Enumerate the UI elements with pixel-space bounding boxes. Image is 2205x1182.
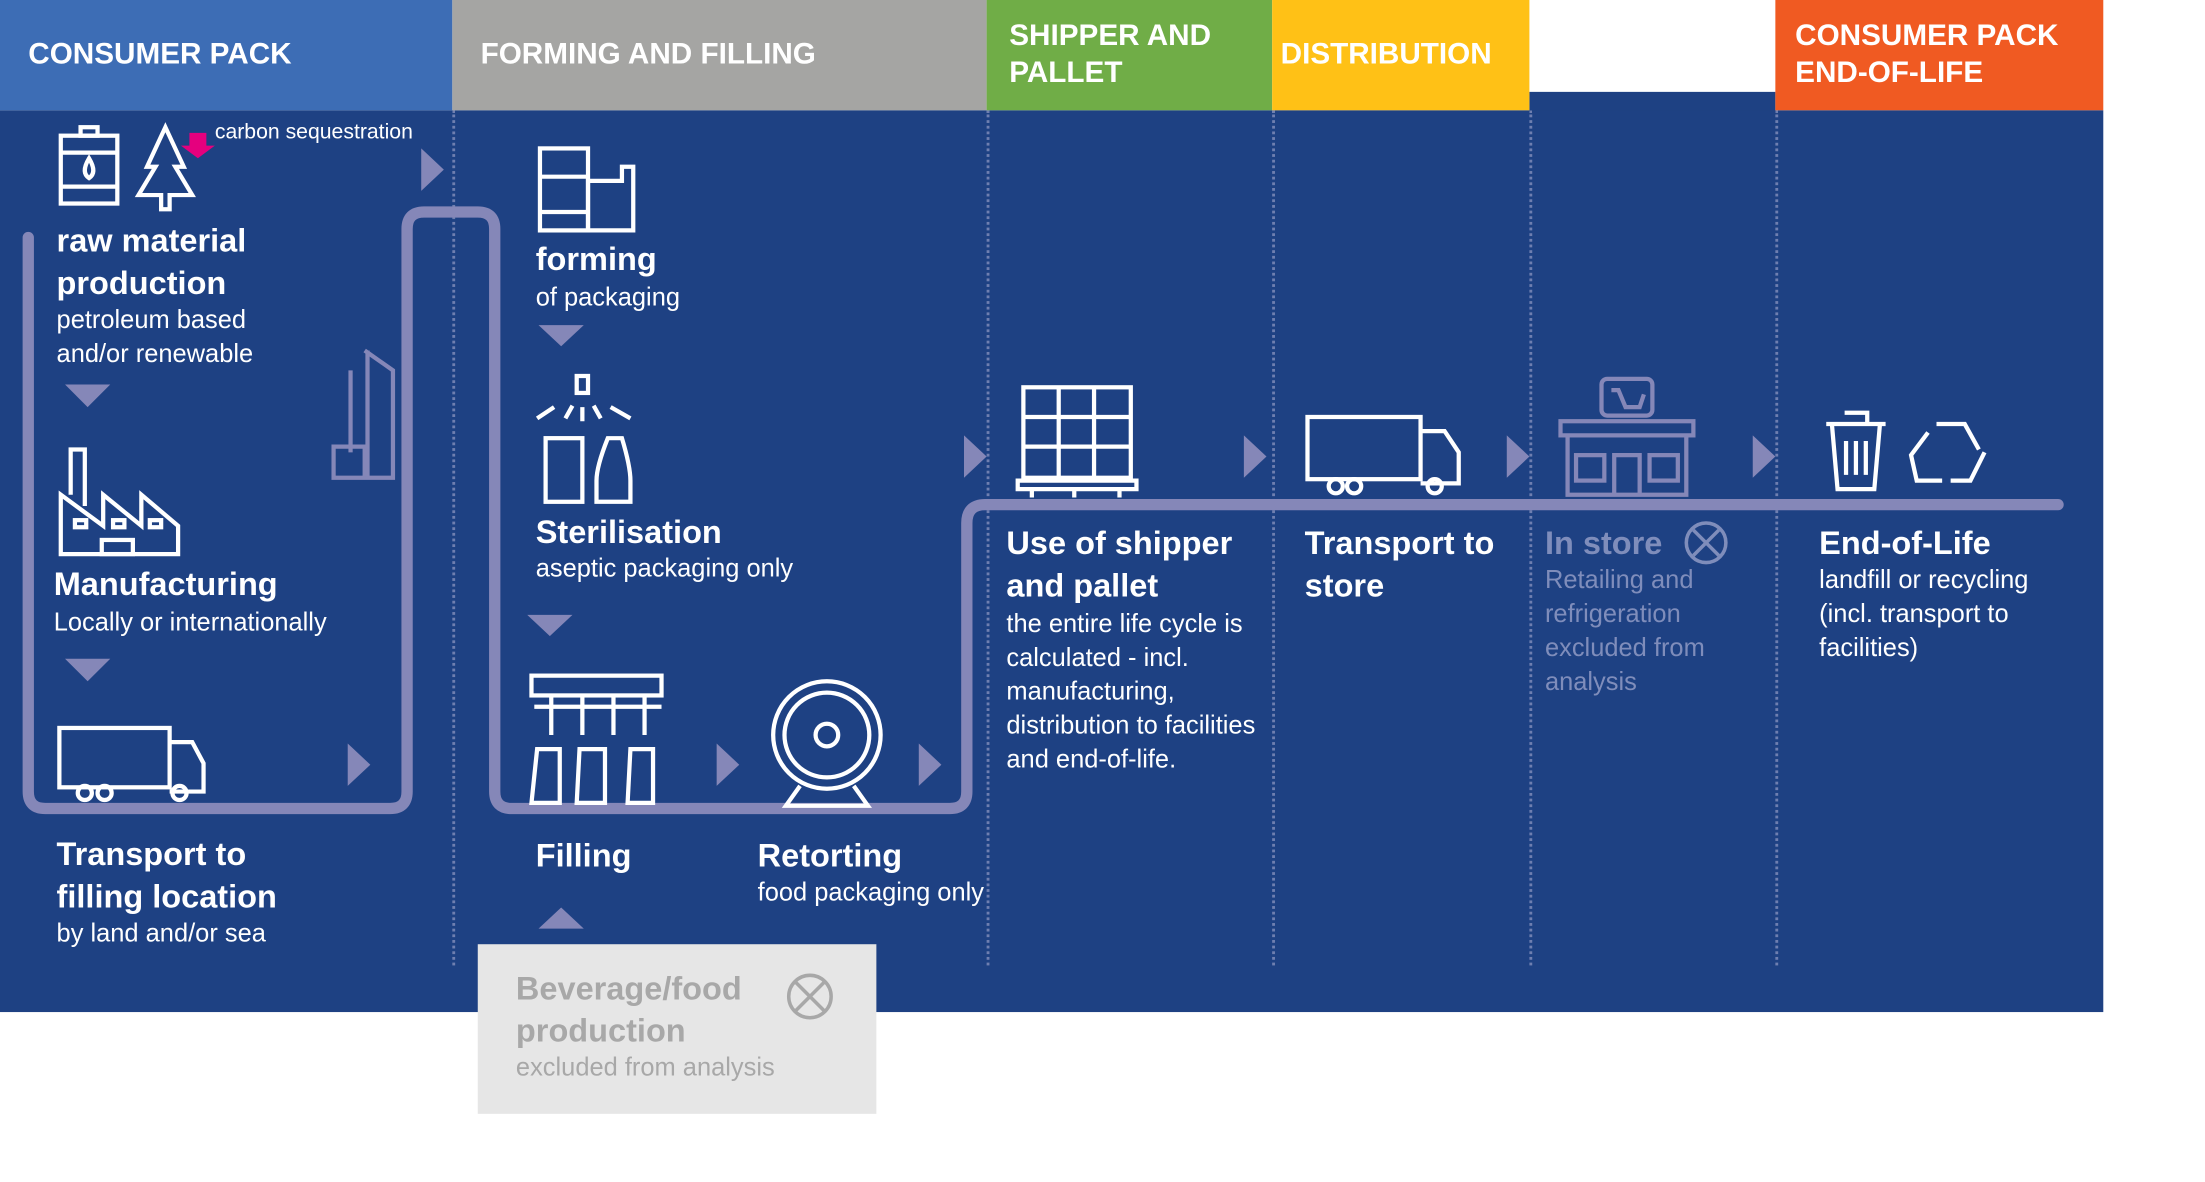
header-shipper-pallet: SHIPPER AND PALLET bbox=[986, 0, 1273, 111]
excluded-icon bbox=[1684, 521, 1728, 565]
carbon-sequestration-label: carbon sequestration bbox=[214, 120, 413, 145]
sterilisation-subtitle: aseptic packaging only bbox=[535, 554, 794, 583]
retorting-subtitle: food packaging only bbox=[757, 877, 984, 907]
header-forming-filling: FORMING AND FILLING bbox=[452, 0, 987, 111]
header-consumer-pack: CONSUMER PACK bbox=[0, 0, 453, 111]
trash-bin-icon bbox=[1826, 410, 1886, 492]
tree-icon bbox=[134, 122, 196, 212]
filling-title: Filling bbox=[535, 836, 632, 874]
manufacturing-title: Manufacturing bbox=[53, 565, 278, 603]
factory-icon bbox=[58, 447, 181, 557]
forming-icon bbox=[537, 146, 636, 233]
divider bbox=[1529, 110, 1533, 966]
raw-material-title: raw material production bbox=[56, 221, 247, 302]
truck-icon bbox=[1305, 414, 1461, 496]
carbon-down-arrow-icon bbox=[180, 132, 215, 159]
in-store-title: In store bbox=[1544, 524, 1663, 562]
store-icon bbox=[1558, 376, 1696, 497]
shipper-pallet-subtitle: the entire life cycle is calculated - in… bbox=[1006, 609, 1256, 774]
forming-title: forming bbox=[535, 240, 657, 278]
pallet-icon bbox=[1015, 385, 1139, 498]
shipper-pallet-title: Use of shipper and pallet bbox=[1006, 524, 1233, 604]
divider bbox=[1272, 110, 1275, 966]
manufacturing-subtitle: Locally or internationally bbox=[53, 607, 327, 637]
beverage-production-box: Beverage/food production excluded from a… bbox=[477, 944, 877, 1114]
transport-store-title: Transport to store bbox=[1304, 524, 1495, 604]
end-of-life-subtitle: landfill or recycling (incl. transport t… bbox=[1819, 565, 2029, 662]
ship-icon bbox=[331, 348, 396, 480]
truck-icon bbox=[57, 725, 206, 803]
sterilisation-icon bbox=[535, 373, 633, 504]
excluded-icon bbox=[786, 973, 833, 1020]
sterilisation-title: Sterilisation bbox=[535, 513, 722, 550]
transport-filling-title: Transport to filling location bbox=[56, 835, 277, 915]
divider bbox=[986, 110, 990, 966]
raw-material-subtitle: petroleum based and/or renewable bbox=[56, 305, 254, 368]
in-store-subtitle: Retailing and refrigeration excluded fro… bbox=[1544, 565, 1705, 696]
oil-barrel-icon bbox=[58, 125, 120, 206]
transport-filling-subtitle: by land and/or sea bbox=[56, 918, 266, 948]
recycle-icon bbox=[1908, 421, 1987, 483]
divider bbox=[1775, 110, 1779, 966]
filling-machine-icon bbox=[529, 673, 664, 805]
beverage-production-title: Beverage/food production bbox=[515, 969, 742, 1049]
retorting-title: Retorting bbox=[757, 836, 903, 874]
end-of-life-title: End-of-Life bbox=[1819, 524, 1991, 562]
header-distribution: DISTRIBUTION bbox=[1272, 0, 1530, 111]
retort-icon bbox=[771, 679, 883, 808]
forming-subtitle: of packaging bbox=[535, 282, 681, 311]
header-end-of-life: CONSUMER PACK END-OF-LIFE bbox=[1775, 0, 2104, 111]
beverage-production-subtitle: excluded from analysis bbox=[515, 1053, 775, 1082]
diagram-body bbox=[0, 110, 2104, 1013]
divider bbox=[452, 110, 456, 966]
arrow-icons bbox=[65, 148, 1776, 929]
